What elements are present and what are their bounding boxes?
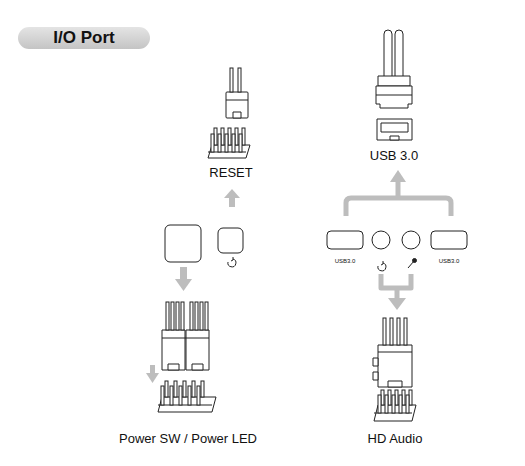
connector-label: RESET [209, 166, 252, 180]
pin [238, 68, 241, 92]
reset-plug [226, 92, 248, 118]
pin [205, 302, 208, 330]
pin [200, 302, 203, 330]
pin [218, 134, 221, 152]
connector-label: HD Audio [368, 432, 423, 446]
pin [383, 318, 386, 345]
pin [197, 386, 200, 405]
usb3-header [377, 119, 412, 140]
pin [166, 302, 169, 330]
mic-icon [408, 259, 417, 269]
pin [404, 318, 407, 345]
connector-label: USB 3.0 [370, 149, 418, 163]
pin [397, 318, 400, 345]
pin [201, 381, 204, 397]
audio-jack [372, 231, 390, 249]
pin [176, 302, 179, 330]
usb-port [431, 231, 467, 249]
pin [385, 395, 388, 413]
pin [399, 395, 402, 413]
power-plug [162, 330, 209, 370]
mic-jack [402, 231, 420, 249]
direction-arrows [146, 170, 406, 383]
pin [390, 318, 393, 345]
pin [392, 395, 395, 413]
pin [230, 68, 233, 92]
pin [179, 386, 182, 405]
reset-button [218, 228, 243, 253]
pin [232, 134, 235, 152]
pin [192, 381, 195, 397]
pin [190, 302, 193, 330]
pin [225, 134, 228, 152]
title-pill [18, 27, 150, 49]
usb-port [327, 231, 363, 249]
port-label: USB3.0 [439, 258, 460, 265]
connector-label: Power SW / Power LED [119, 432, 257, 446]
pin [378, 395, 381, 413]
port-label: USB3.0 [335, 258, 356, 265]
pin [161, 386, 164, 405]
hd-audio-plug [373, 345, 412, 387]
pin [239, 134, 242, 152]
pin [211, 134, 214, 152]
pin [406, 395, 409, 413]
pin [174, 381, 177, 397]
pin [188, 386, 191, 405]
usb3-plug [376, 30, 412, 108]
pin [181, 302, 184, 330]
power-header [158, 397, 216, 412]
power-button [165, 225, 201, 262]
section-title: I/O Port [53, 29, 114, 48]
pin [195, 302, 198, 330]
pin [165, 381, 168, 397]
pin [171, 302, 174, 330]
pin [170, 386, 173, 405]
pin [183, 381, 186, 397]
